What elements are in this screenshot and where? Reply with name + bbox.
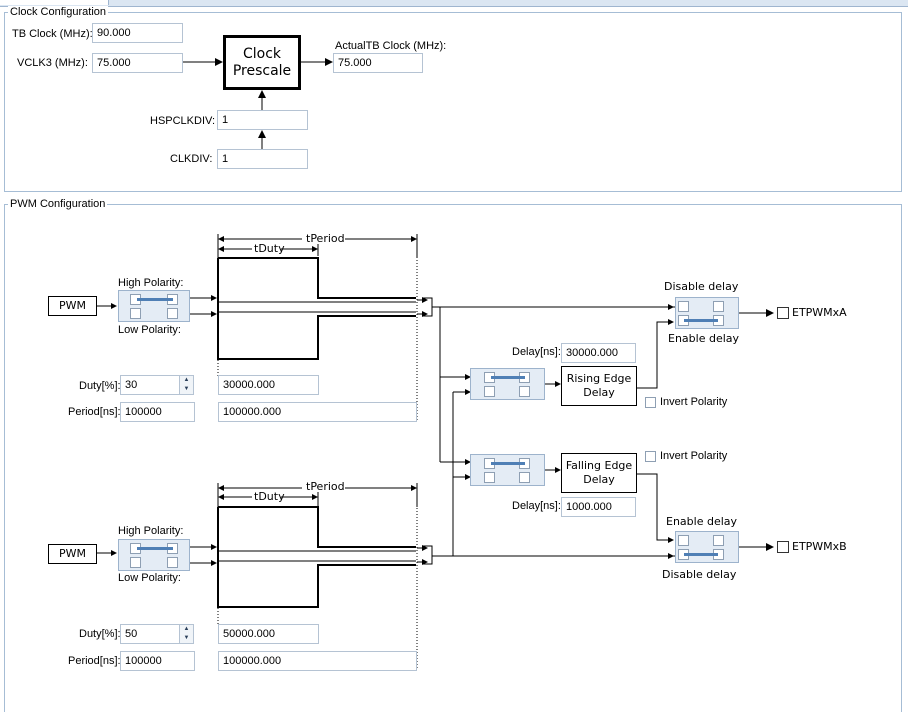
pwm-configuration-group (4, 204, 902, 712)
actual-tb-clock-label: ActualTB Clock (MHz): (335, 40, 447, 52)
channel-b-polarity-check-4[interactable] (167, 557, 178, 568)
pwm-configuration-title: PWM Configuration (8, 198, 108, 210)
channel-a-tduty-label: tDuty (254, 242, 285, 255)
output-a-check-1[interactable] (678, 301, 689, 312)
etpwmxb-label: ETPWMxB (792, 540, 847, 553)
channel-a-period-label: Period[ns]: (68, 406, 121, 418)
window-top-strip (0, 0, 908, 7)
rising-edge-delay-block: Rising Edge Delay (561, 366, 637, 406)
channel-b-high-polarity-label: High Polarity: (118, 525, 184, 537)
spin-up-icon[interactable]: ▲ (183, 626, 190, 632)
falling-edge-line1: Falling Edge (565, 459, 633, 472)
clock-configuration-title: Clock Configuration (8, 6, 108, 18)
tb-clock-input[interactable] (92, 23, 183, 43)
channel-a-tperiod-label: tPeriod (306, 232, 345, 245)
clock-configuration-group (4, 12, 902, 192)
channel-b-tduty-label: tDuty (254, 490, 285, 503)
hspclkdiv-input[interactable] (217, 110, 308, 130)
out-a-disable-delay-label: Disable delay (664, 280, 739, 293)
falling-delay-input[interactable] (561, 497, 636, 517)
clkdiv-input[interactable] (217, 149, 308, 169)
rising-invert-polarity-label: Invert Polarity (660, 396, 728, 408)
vclk3-label: VCLK3 (MHz): (17, 57, 88, 69)
rising-source-check-4[interactable] (519, 386, 530, 397)
output-a-bar (684, 319, 718, 322)
falling-edge-line2: Delay (583, 473, 615, 486)
falling-invert-polarity-checkbox[interactable] (645, 451, 656, 462)
spin-up-icon[interactable]: ▲ (183, 377, 190, 383)
hspclkdiv-label: HSPCLKDIV: (150, 115, 216, 127)
rising-source-check-3[interactable] (484, 386, 495, 397)
channel-a-low-polarity-label: Low Polarity: (118, 324, 181, 336)
rising-edge-line1: Rising Edge (566, 372, 632, 385)
rising-delay-label: Delay[ns]: (512, 346, 561, 358)
channel-b-period-label: Period[ns]: (68, 655, 121, 667)
channel-b-duty-input[interactable] (120, 624, 180, 644)
falling-edge-delay-block: Falling Edge Delay (561, 453, 637, 493)
channel-b-low-polarity-label: Low Polarity: (118, 572, 181, 584)
channel-b-duty-label: Duty[%]: (79, 628, 121, 640)
rising-edge-line2: Delay (583, 386, 615, 399)
channel-a-duty-label: Duty[%]: (79, 380, 121, 392)
output-b-check-2[interactable] (713, 535, 724, 546)
out-b-disable-delay-label: Disable delay (662, 568, 737, 581)
falling-edge-source-switch[interactable] (470, 454, 545, 486)
channel-b-period-ns-field[interactable] (218, 651, 417, 671)
channel-b-tperiod-label: tPeriod (306, 480, 345, 493)
channel-a-polarity-check-4[interactable] (167, 308, 178, 319)
channel-a-duty-spinner[interactable]: ▲ ▼ (180, 375, 194, 395)
clkdiv-label: CLKDIV: (170, 153, 213, 165)
out-a-enable-delay-label: Enable delay (668, 332, 740, 345)
channel-b-duty-spinner[interactable]: ▲ ▼ (180, 624, 194, 644)
output-b-switch[interactable] (675, 531, 739, 563)
spin-down-icon[interactable]: ▼ (183, 635, 190, 641)
etpwmxa-label: ETPWMxA (792, 306, 847, 319)
rising-delay-input[interactable] (561, 343, 636, 363)
output-a-check-2[interactable] (713, 301, 724, 312)
vclk3-input[interactable] (92, 53, 183, 73)
channel-a-period-ns-field[interactable] (218, 402, 417, 422)
output-b-check-1[interactable] (678, 535, 689, 546)
channel-b-polarity-bar (137, 547, 173, 550)
clock-prescale-line1: Clock (242, 45, 282, 62)
falling-source-bar (491, 462, 525, 465)
channel-b-polarity-check-3[interactable] (130, 557, 141, 568)
falling-delay-label: Delay[ns]: (512, 500, 561, 512)
etpwmxb-checkbox[interactable] (777, 541, 789, 553)
clock-prescale-line2: Prescale (232, 62, 292, 79)
channel-a-duty-ns-field[interactable] (218, 375, 319, 395)
channel-a-polarity-bar (137, 298, 173, 301)
actual-tb-clock-input[interactable] (333, 53, 423, 73)
spin-down-icon[interactable]: ▼ (183, 386, 190, 392)
out-b-enable-delay-label: Enable delay (666, 515, 738, 528)
channel-a-polarity-switch[interactable] (118, 290, 190, 322)
active-tab[interactable] (0, 0, 109, 5)
channel-b-polarity-switch[interactable] (118, 539, 190, 571)
channel-a-high-polarity-label: High Polarity: (118, 277, 184, 289)
channel-a-polarity-check-3[interactable] (130, 308, 141, 319)
clock-prescale-block: Clock Prescale (223, 35, 301, 90)
channel-b-pwm-block: PWM (48, 544, 97, 564)
tb-clock-label: TB Clock (MHz): (12, 28, 93, 40)
etpwmxa-checkbox[interactable] (777, 307, 789, 319)
rising-source-bar (491, 376, 525, 379)
channel-b-duty-ns-field[interactable] (218, 624, 319, 644)
falling-source-check-4[interactable] (519, 472, 530, 483)
rising-edge-source-switch[interactable] (470, 368, 545, 400)
output-b-bar (684, 553, 718, 556)
channel-a-pwm-block: PWM (48, 296, 97, 316)
falling-invert-polarity-label: Invert Polarity (660, 450, 728, 462)
rising-invert-polarity-checkbox[interactable] (645, 397, 656, 408)
channel-b-period-input[interactable] (120, 651, 195, 671)
output-a-switch[interactable] (675, 297, 739, 329)
channel-a-period-input[interactable] (120, 402, 195, 422)
channel-a-duty-input[interactable] (120, 375, 180, 395)
falling-source-check-3[interactable] (484, 472, 495, 483)
